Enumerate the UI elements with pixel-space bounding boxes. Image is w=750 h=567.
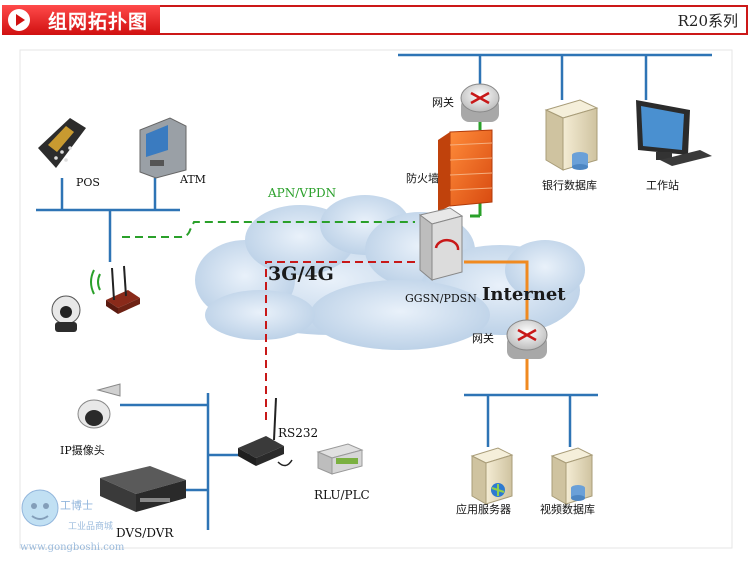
- label-internet: Internet: [482, 284, 566, 305]
- label-rs232: RS232: [278, 426, 318, 440]
- label-gateway-mid: 网关: [472, 331, 494, 345]
- pos-terminal-icon: [38, 118, 86, 168]
- header-banner: 组网拓扑图 R20系列: [0, 0, 750, 42]
- label-apn-vpdn: APN/VPDN: [267, 186, 336, 200]
- label-atm: ATM: [179, 173, 206, 186]
- label-dvs-dvr: DVS/DVR: [116, 526, 174, 540]
- play-icon: [8, 9, 30, 31]
- series-label: R20系列: [677, 12, 738, 30]
- ip-dome-camera-icon: [77, 383, 121, 429]
- label-ip-camera: IP摄像头: [60, 443, 105, 457]
- workstation-icon: [636, 100, 712, 166]
- label-pos: POS: [76, 176, 100, 189]
- internet-gateway-router-icon: [506, 319, 548, 359]
- video-database-server-icon: [550, 447, 594, 505]
- page-title: 组网拓扑图: [48, 11, 149, 33]
- application-server-icon: [470, 447, 514, 505]
- label-app-server: 应用服务器: [456, 502, 511, 516]
- diagram-frame: [19, 49, 733, 549]
- top-lan-bus: [398, 53, 712, 100]
- server-lan-bus: [464, 393, 598, 447]
- 3g4g-link: [265, 261, 415, 422]
- label-video-db: 视频数据库: [540, 502, 595, 516]
- label-bank-db: 银行数据库: [542, 178, 597, 192]
- pos-atm-bus: [36, 178, 180, 262]
- label-firewall: 防火墙: [406, 171, 439, 185]
- ip-camera-icon-left: [51, 295, 81, 332]
- watermark-subtitle: 工业品商城: [68, 520, 113, 532]
- label-3g4g: 3G/4G: [268, 263, 334, 285]
- atm-icon: [139, 117, 187, 179]
- bank-database-server-icon: [544, 99, 599, 171]
- firewall-icon: [438, 129, 493, 212]
- label-workstation: 工作站: [646, 178, 679, 192]
- label-ggsn-pdsn: GGSN/PDSN: [405, 292, 477, 305]
- top-gateway-router-icon: [460, 83, 500, 122]
- label-gateway-top: 网关: [432, 95, 454, 109]
- ggsn-pdsn-server-icon: [418, 207, 464, 282]
- watermark-brand: 工博士: [60, 499, 93, 512]
- watermark-logo: 工博士 工业品商城 www.gongboshi.com: [10, 478, 160, 558]
- watermark-url: www.gongboshi.com: [20, 542, 125, 553]
- dvs-dvr-icon: [100, 466, 186, 512]
- label-rlu-plc: RLU/PLC: [314, 488, 370, 502]
- r20-router-icon-bottom: [238, 397, 293, 467]
- rlu-plc-icon: [316, 443, 364, 475]
- network-topology-diagram: POS ATM APN/VPDN 3G/4G GGSN/PDSN Interne…: [19, 49, 733, 549]
- r20-router-icon-top: [90, 265, 140, 314]
